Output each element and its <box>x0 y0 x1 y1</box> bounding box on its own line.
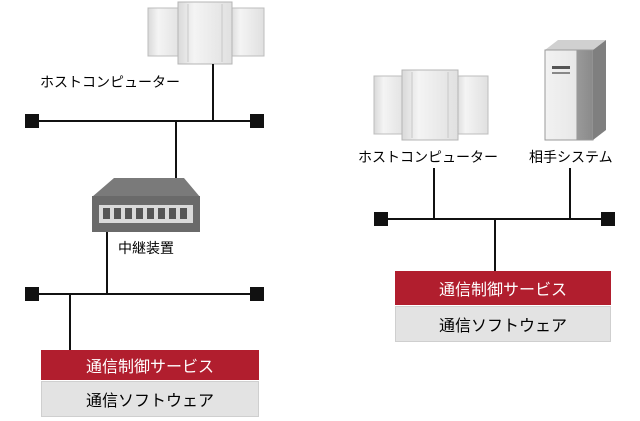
partner-system-label: 相手システム <box>529 150 613 166</box>
bus-terminator-right <box>250 287 264 301</box>
communication-control-service-box: 通信制御サービス <box>395 271 611 305</box>
partner-system-icon <box>544 40 606 141</box>
communication-control-service-box: 通信制御サービス <box>41 350 259 380</box>
bus-terminator-left <box>374 212 388 226</box>
host-computer-icon <box>147 1 265 65</box>
bus-terminator-left <box>25 287 39 301</box>
relay-device-icon <box>92 178 200 232</box>
communication-software-box: 通信ソフトウェア <box>395 306 611 342</box>
bus-terminator-left <box>25 114 39 128</box>
communication-software-box: 通信ソフトウェア <box>41 381 259 417</box>
relay-device-label: 中継装置 <box>118 241 174 257</box>
host-computer-label: ホストコンピューター <box>358 150 498 166</box>
bus-terminator-right <box>601 212 615 226</box>
bus-terminator-right <box>250 114 264 128</box>
host-computer-icon <box>373 69 489 141</box>
host-computer-label: ホストコンピューター <box>40 75 180 91</box>
